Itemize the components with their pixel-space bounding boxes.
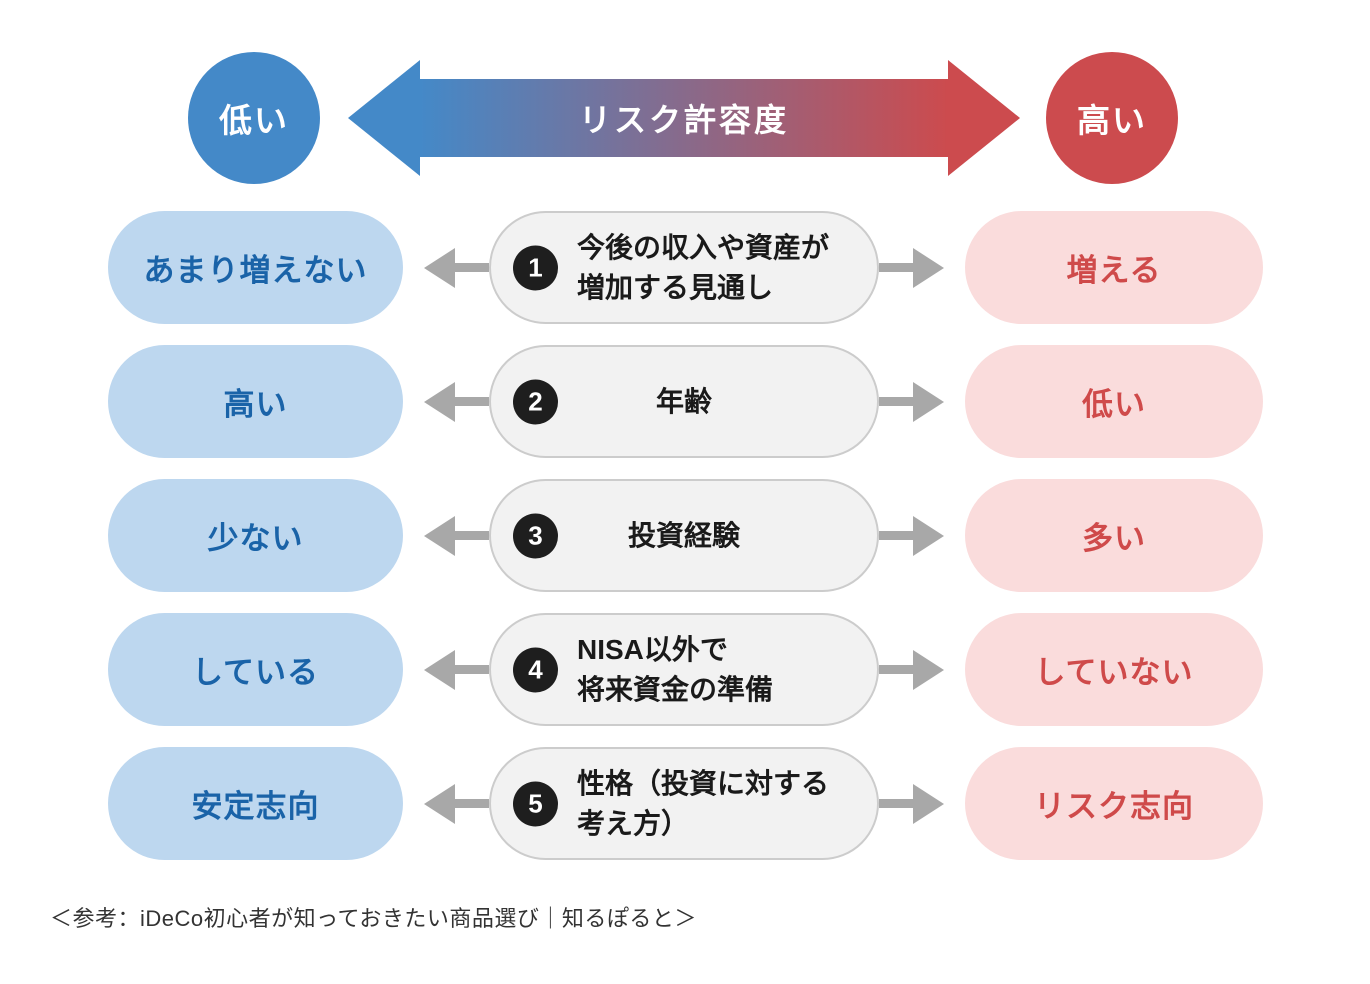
high-side-label: リスク志向	[1034, 789, 1194, 824]
factor-line1: 今後の収入や資産が	[577, 231, 830, 263]
factor-pill: 3 投資経験	[489, 479, 879, 592]
left-arrow-shaft	[455, 397, 489, 406]
low-side-label: 少ない	[207, 521, 304, 556]
right-arrow-shaft	[879, 263, 913, 272]
high-side-pill: リスク志向	[965, 747, 1263, 860]
factor-number-badge: 4	[513, 647, 558, 692]
factor-line1: 性格（投資に対する	[577, 767, 830, 799]
right-arrow-shaft	[879, 531, 913, 540]
low-side-pill: 少ない	[108, 479, 403, 592]
high-side-label: していない	[1034, 655, 1194, 690]
low-side-pill: している	[108, 613, 403, 726]
right-arrow-shaft	[879, 397, 913, 406]
low-side-label: 安定志向	[191, 789, 320, 824]
left-arrow-shaft	[455, 665, 489, 674]
right-arrow-head-icon	[913, 783, 944, 824]
factor-row: 安定志向 5 性格（投資に対する 考え方） リスク志向	[108, 747, 1263, 860]
factor-row: あまり増えない 1 今後の収入や資産が 増加する見通し 増える	[108, 211, 1263, 324]
right-arrow-head-icon	[913, 515, 944, 556]
left-arrow-icon	[403, 613, 489, 726]
high-side-pill: 低い	[965, 345, 1263, 458]
left-arrow-head-icon	[424, 247, 455, 288]
left-arrow-icon	[403, 747, 489, 860]
left-arrow-head-icon	[424, 515, 455, 556]
factor-number-badge: 5	[513, 781, 558, 826]
right-arrow-icon	[879, 747, 965, 860]
reference-caption: ＜参考：iDeCo初心者が知っておきたい商品選び｜知るぽると＞	[50, 906, 697, 931]
factor-text: 年齢	[491, 382, 877, 422]
high-side-label: 低い	[1082, 387, 1146, 422]
left-arrow-shaft	[455, 531, 489, 540]
low-side-pill: あまり増えない	[108, 211, 403, 324]
factor-number: 5	[528, 788, 543, 818]
factor-row: している 4 NISA以外で 将来資金の準備 していない	[108, 613, 1263, 726]
left-arrow-shaft	[455, 263, 489, 272]
right-arrow-head-icon	[913, 247, 944, 288]
factor-line1: 投資経験	[627, 519, 740, 551]
left-arrow-head-icon	[424, 649, 455, 690]
low-side-pill: 安定志向	[108, 747, 403, 860]
factor-number-badge: 2	[513, 379, 558, 424]
low-circle-label: 低い	[219, 102, 289, 139]
right-arrow-icon	[879, 613, 965, 726]
risk-gradient-arrow: リスク許容度	[348, 60, 1020, 176]
factor-line1: NISA以外で	[577, 633, 728, 665]
arrow-right-head-icon	[948, 60, 1020, 176]
left-arrow-icon	[403, 211, 489, 324]
factor-number: 2	[528, 386, 543, 416]
right-arrow-icon	[879, 345, 965, 458]
right-arrow-shaft	[879, 799, 913, 808]
factor-number: 1	[528, 252, 543, 282]
factor-text: 今後の収入や資産が 増加する見通し	[491, 228, 877, 308]
low-side-pill: 高い	[108, 345, 403, 458]
factor-text: 投資経験	[491, 516, 877, 556]
right-arrow-icon	[879, 479, 965, 592]
factor-text: 性格（投資に対する 考え方）	[491, 764, 877, 844]
left-arrow-icon	[403, 345, 489, 458]
factor-line2: 増加する見通し	[577, 271, 774, 303]
factor-text: NISA以外で 将来資金の準備	[491, 630, 877, 710]
factor-line1: 年齢	[655, 385, 712, 417]
left-arrow-shaft	[455, 799, 489, 808]
factor-row: 少ない 3 投資経験 多い	[108, 479, 1263, 592]
right-arrow-shaft	[879, 665, 913, 674]
high-side-pill: していない	[965, 613, 1263, 726]
arrow-body: リスク許容度	[420, 79, 948, 157]
low-side-label: している	[191, 655, 320, 690]
low-side-label: あまり増えない	[143, 253, 368, 288]
high-side-pill: 多い	[965, 479, 1263, 592]
high-side-pill: 増える	[965, 211, 1263, 324]
low-side-label: 高い	[223, 387, 288, 422]
arrow-title: リスク許容度	[578, 102, 789, 138]
factor-line2: 将来資金の準備	[577, 673, 774, 705]
left-arrow-icon	[403, 479, 489, 592]
factor-pill: 2 年齢	[489, 345, 879, 458]
right-arrow-head-icon	[913, 381, 944, 422]
high-side-label: 増える	[1066, 253, 1162, 288]
high-circle: 高い	[1046, 52, 1178, 184]
factor-pill: 1 今後の収入や資産が 増加する見通し	[489, 211, 879, 324]
arrow-left-head-icon	[348, 60, 420, 176]
factor-number: 3	[528, 520, 543, 550]
left-arrow-head-icon	[424, 783, 455, 824]
factor-row: 高い 2 年齢 低い	[108, 345, 1263, 458]
factor-rows: あまり増えない 1 今後の収入や資産が 増加する見通し 増える	[108, 211, 1263, 860]
factor-pill: 4 NISA以外で 将来資金の準備	[489, 613, 879, 726]
factor-number: 4	[528, 654, 543, 684]
factor-pill: 5 性格（投資に対する 考え方）	[489, 747, 879, 860]
right-arrow-head-icon	[913, 649, 944, 690]
high-side-label: 多い	[1082, 521, 1146, 556]
low-circle: 低い	[188, 52, 320, 184]
high-circle-label: 高い	[1077, 102, 1147, 139]
left-arrow-head-icon	[424, 381, 455, 422]
factor-number-badge: 3	[513, 513, 558, 558]
right-arrow-icon	[879, 211, 965, 324]
factor-number-badge: 1	[513, 245, 558, 290]
factor-line2: 考え方）	[577, 807, 690, 839]
